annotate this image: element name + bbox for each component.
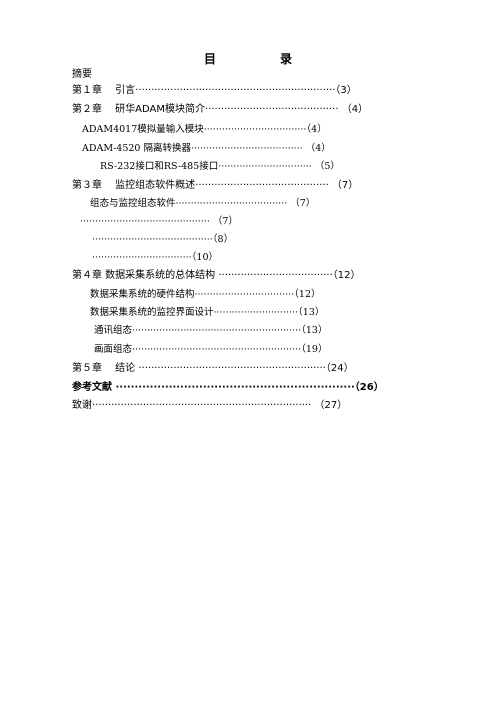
toc-section-3-3: ········································… [92, 234, 234, 245]
toc-section-4-1: 数据采集系统的硬件结构·····························… [90, 289, 321, 300]
toc-section-4-2: 数据采集系统的监控界面设计···························… [90, 307, 325, 318]
toc-title: 目 录 [203, 52, 318, 66]
toc-section-3-2: ········································… [80, 216, 238, 227]
toc-chapter-2: 第２章 研华ADAM模块简介··························… [72, 104, 369, 115]
toc-section-3-1: 组态与监控组态软件·······························… [90, 198, 316, 209]
toc-section-2-2: ADAM-4520 隔离转换器·························… [82, 143, 331, 154]
toc-section-4-2-2: 画面组态····································… [94, 344, 328, 355]
toc-section-3-4: ·································（10） [92, 252, 218, 263]
toc-acknowledgements: 致谢······································… [72, 400, 348, 411]
toc-section-2-3: RS-232接口和RS-485接口·······················… [100, 161, 340, 172]
toc-chapter-3: 第３章 监控组态软件概述····························… [72, 180, 359, 191]
toc-chapter-1: 第１章 引言··································… [72, 85, 357, 96]
toc-chapter-4: 第４章 数据采集系统的总体结构 ························… [72, 270, 361, 281]
toc-section-4-2-1: 通讯组态····································… [94, 325, 328, 336]
toc-chapter-5: 第５章 结论 ·································… [72, 363, 354, 374]
toc-references: 参考文献 ···································… [72, 382, 384, 393]
toc-section-2-1: ADAM4017模拟量输入模块·························… [82, 124, 327, 135]
toc-abstract: 摘要 [72, 69, 92, 80]
